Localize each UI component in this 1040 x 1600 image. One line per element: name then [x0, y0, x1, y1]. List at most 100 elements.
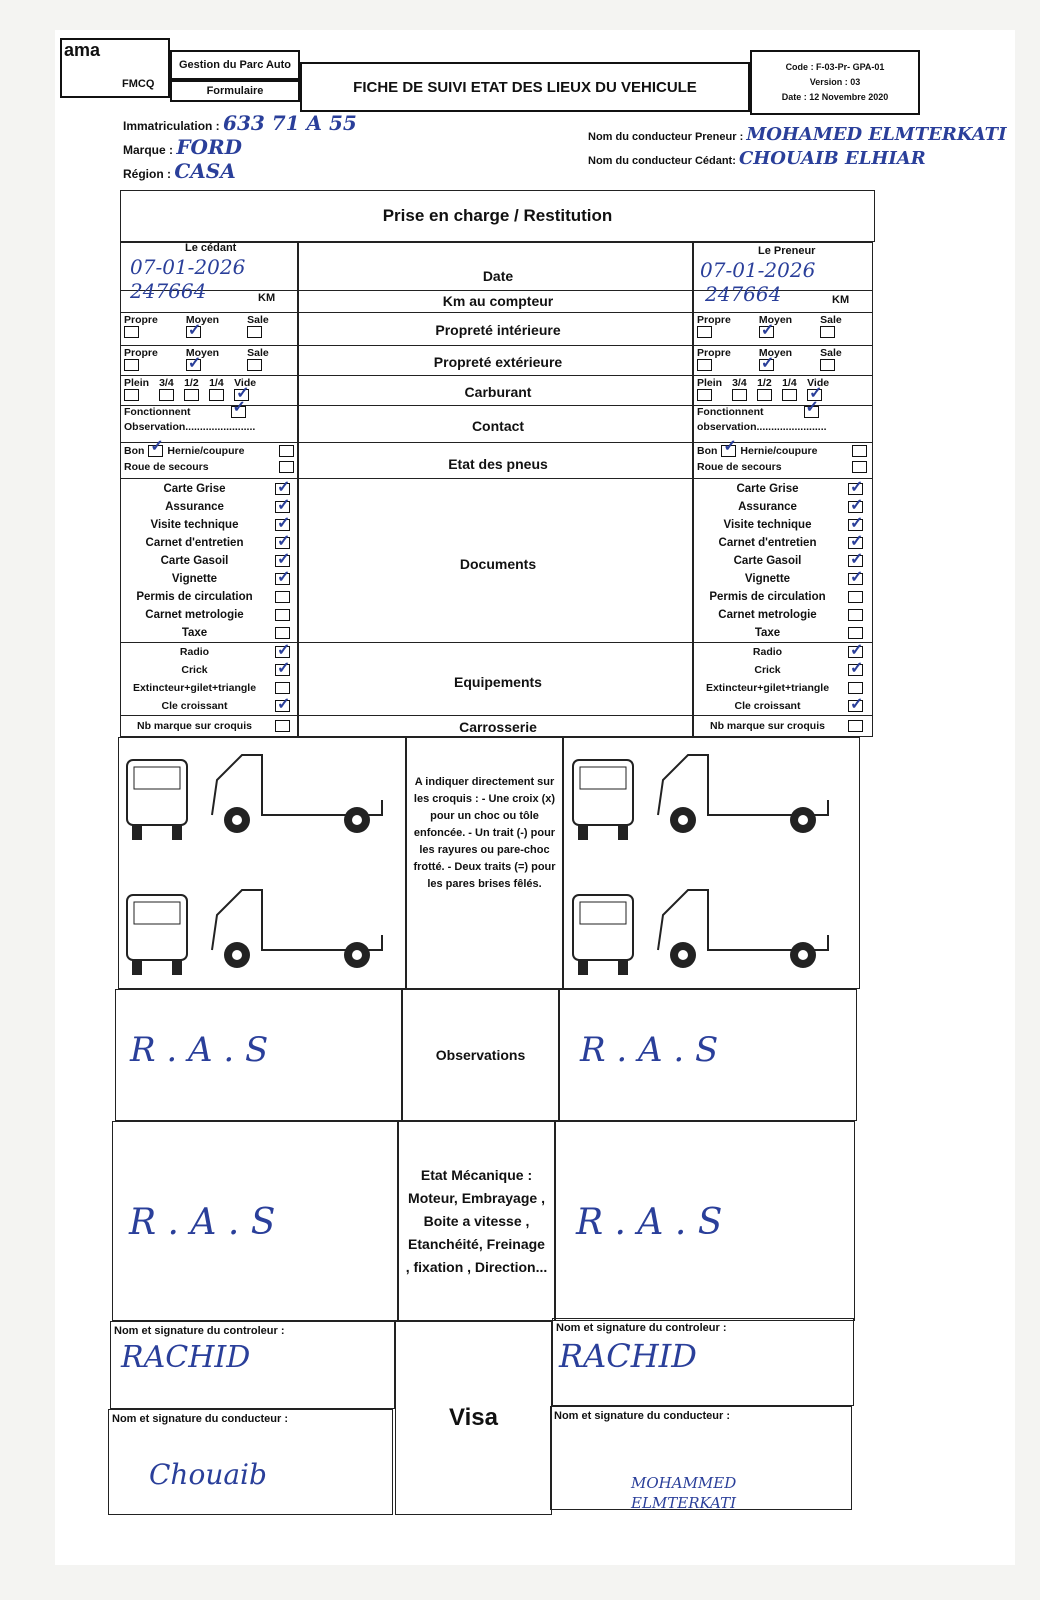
document-label: Assurance: [738, 501, 797, 513]
right-column: [693, 242, 873, 737]
checkbox-fuel[interactable]: [159, 389, 175, 401]
checkbox-document[interactable]: [275, 549, 290, 569]
checkbox-document[interactable]: [275, 513, 290, 533]
right-conducteur-box: Nom et signature du conducteur : MOHAMME…: [550, 1406, 852, 1510]
row-divider: [120, 312, 873, 313]
checkbox-document[interactable]: [848, 567, 863, 587]
checkbox-fuel[interactable]: [124, 389, 139, 401]
checkbox-fuel[interactable]: [184, 389, 200, 401]
checkbox-equipement[interactable]: [275, 682, 290, 694]
checkbox-propre[interactable]: [697, 326, 712, 338]
checkbox-fonctionnent[interactable]: [803, 400, 819, 419]
option-label: 3/4: [732, 377, 747, 389]
document-label: Carte Grise: [163, 483, 226, 495]
form-date: Date : 12 Novembre 2020: [781, 92, 889, 102]
checkbox-moyen[interactable]: [185, 320, 201, 340]
checkbox-equipement[interactable]: [848, 694, 863, 714]
checkbox-nb-marque[interactable]: [275, 720, 290, 732]
checkbox-document[interactable]: [275, 627, 290, 639]
left-prop-ext-options: PropreMoyenSale: [122, 345, 271, 373]
checkbox-bon[interactable]: [148, 439, 164, 457]
form-title: FICHE DE SUIVI ETAT DES LIEUX DU VEHICUL…: [300, 62, 750, 112]
checkbox-document[interactable]: [275, 495, 290, 515]
checkbox-fuel[interactable]: [807, 383, 822, 403]
left-vehicle-sketch-rear: [126, 889, 383, 975]
checkbox-document[interactable]: [848, 495, 863, 515]
checkbox-document[interactable]: [275, 567, 290, 587]
checkbox-propre[interactable]: [124, 326, 139, 338]
checkbox-roue-secours[interactable]: [852, 461, 867, 473]
checkbox-equipement[interactable]: [848, 640, 863, 660]
pneu-roue-label: Roue de secours: [124, 461, 209, 473]
checkbox-fuel[interactable]: [209, 389, 225, 401]
checkbox-document[interactable]: [848, 531, 863, 551]
checkbox-document[interactable]: [848, 477, 863, 497]
checkbox-equipement[interactable]: [275, 694, 290, 714]
checkbox-propre[interactable]: [697, 359, 712, 371]
option-label: Sale: [247, 347, 269, 359]
option: 1/2: [184, 377, 200, 401]
checkbox-fuel[interactable]: [234, 383, 249, 403]
checkbox-nb-marque[interactable]: [848, 720, 863, 732]
option: Moyen: [758, 314, 792, 340]
left-date: 07-01-2026: [130, 255, 246, 279]
checkbox-sale[interactable]: [820, 326, 836, 338]
checkbox-fonctionnent[interactable]: [230, 400, 246, 419]
equipement-item: Crick: [122, 658, 290, 679]
checkbox-moyen[interactable]: [758, 353, 774, 373]
checkbox-equipement[interactable]: [848, 658, 863, 678]
right-controleur-signature: RACHID: [559, 1337, 697, 1375]
checkbox-equipement[interactable]: [275, 640, 290, 660]
pneu-bon-label: Bon: [124, 445, 145, 457]
document-item: Carte Gasoil: [122, 549, 291, 570]
checkbox-equipement[interactable]: [275, 658, 290, 678]
checkbox-roue-secours[interactable]: [279, 461, 294, 473]
checkbox-fuel[interactable]: [782, 389, 798, 401]
left-contact: FonctionnentObservation.................…: [124, 400, 255, 435]
checkbox-document[interactable]: [275, 531, 290, 551]
row-carburant: Carburant: [464, 384, 532, 400]
checkbox-propre[interactable]: [124, 359, 139, 371]
checkbox-document[interactable]: [275, 477, 290, 497]
document-label: Permis de circulation: [709, 591, 826, 603]
option-label: Plein: [697, 377, 723, 389]
option: Propre: [124, 314, 158, 338]
checkbox-document[interactable]: [275, 609, 290, 621]
equipement-item: Cle croissant: [122, 694, 291, 715]
option: Moyen: [185, 314, 219, 340]
checkbox-document[interactable]: [275, 591, 290, 603]
checkbox-sale[interactable]: [820, 359, 836, 371]
checkbox-sale[interactable]: [247, 359, 263, 371]
row-contact: Contact: [471, 418, 525, 434]
checkbox-document[interactable]: [848, 513, 863, 533]
visa-label: Visa: [395, 1321, 552, 1515]
document-label: Carnet metrologie: [718, 609, 817, 621]
checkbox-hernie[interactable]: [279, 445, 294, 457]
logo-fmcq: FMCQ: [122, 78, 155, 90]
checkbox-fuel[interactable]: [757, 389, 773, 401]
document-item: Assurance: [122, 495, 290, 516]
immat-value: 633 71 A 55: [223, 111, 357, 135]
checkbox-hernie[interactable]: [852, 445, 867, 457]
region-value: CASA: [174, 159, 236, 183]
option-label: Plein: [124, 377, 150, 389]
checkbox-sale[interactable]: [247, 326, 263, 338]
checkbox-bon[interactable]: [721, 439, 737, 457]
checkbox-moyen[interactable]: [758, 320, 774, 340]
option: Propre: [697, 347, 731, 371]
checkbox-document[interactable]: [848, 609, 863, 621]
checkbox-document[interactable]: [848, 591, 863, 603]
table-title: Prise en charge / Restitution: [120, 190, 875, 242]
type-label: Formulaire: [170, 80, 300, 102]
checkbox-moyen[interactable]: [185, 353, 201, 373]
document-label: Carnet d'entretien: [718, 537, 817, 549]
checkbox-equipement[interactable]: [848, 682, 863, 694]
document-item: Carte Grise: [695, 477, 863, 498]
checkbox-document[interactable]: [848, 627, 863, 639]
checkbox-document[interactable]: [848, 549, 863, 569]
checkbox-fuel[interactable]: [732, 389, 748, 401]
observation-label: observation........................: [697, 421, 827, 433]
checkbox-fuel[interactable]: [697, 389, 712, 401]
option: 3/4: [159, 377, 175, 401]
document-item: Carnet d'entretien: [122, 531, 291, 552]
